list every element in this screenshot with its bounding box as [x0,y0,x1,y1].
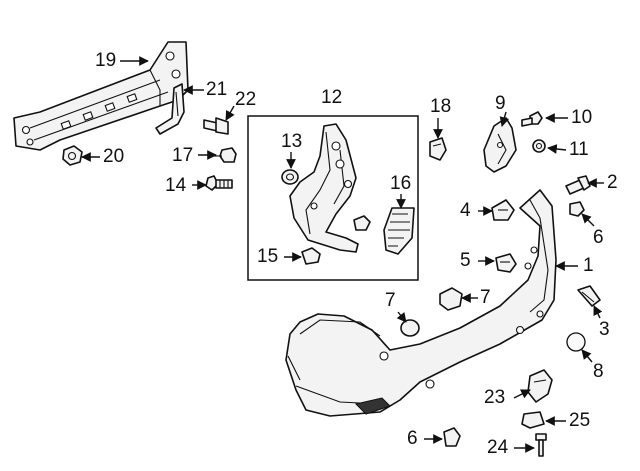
panel-17-part [383,207,415,255]
callout-26: 25 [569,410,591,431]
nut-12-part [532,139,546,153]
callout-2: 2 [607,172,618,193]
clip-19-part [429,137,447,161]
callout-3: 3 [599,319,610,340]
screw-2-part [565,175,591,195]
callout-20: 19 [95,50,117,71]
bolt-15-part [205,175,233,191]
callout-21: 20 [103,146,125,167]
callout-23: 22 [235,89,257,110]
callout-8: 7 [480,287,491,308]
callout-6-upper: 6 [593,227,604,248]
callout-7: 7 [385,290,396,311]
callout-15: 14 [165,175,187,196]
callout-24: 23 [484,387,506,408]
callout-17: 16 [390,173,412,194]
bolt-3-part [577,285,601,307]
callout-5: 5 [460,250,471,271]
grommet-14-part [281,169,299,185]
callout-1: 1 [583,255,594,276]
clip-6-lower-part [443,427,461,447]
callout-14: 13 [281,131,303,152]
bumper-cover-part [285,189,557,417]
clip-4-part [491,199,515,221]
plug-9-part [566,332,586,352]
bracket-13-part [289,123,359,253]
screw-25-part [535,433,547,457]
callout-6-lower: 6 [407,428,418,449]
callout-11: 10 [571,107,593,128]
plug-7-part [400,319,420,337]
retainer-8-part [439,287,463,311]
callout-10: 9 [495,93,506,114]
bolt-23-part [203,117,229,135]
nut-21-part [62,145,83,166]
clip-16-part [301,247,321,265]
bracket-22-part [155,83,185,135]
clip-18-part [214,147,237,163]
clip-6-upper-part [569,201,585,217]
callout-19: 18 [430,96,452,117]
callout-12: 11 [569,139,589,160]
clip-5-part [495,253,517,273]
callout-13: 12 [321,87,343,108]
bracket-24-part [527,369,553,403]
bracket-10-part [483,117,517,173]
callout-9: 8 [593,361,604,382]
callout-18: 17 [172,145,194,166]
screw-11-part [521,111,543,127]
callout-4: 4 [460,200,471,221]
callout-25: 24 [487,437,509,458]
clip-in-box-part [353,215,371,231]
leader-lines [81,56,604,453]
callout-16: 15 [257,246,279,267]
callout-22: 21 [206,79,228,100]
clip-26-part [521,411,545,429]
